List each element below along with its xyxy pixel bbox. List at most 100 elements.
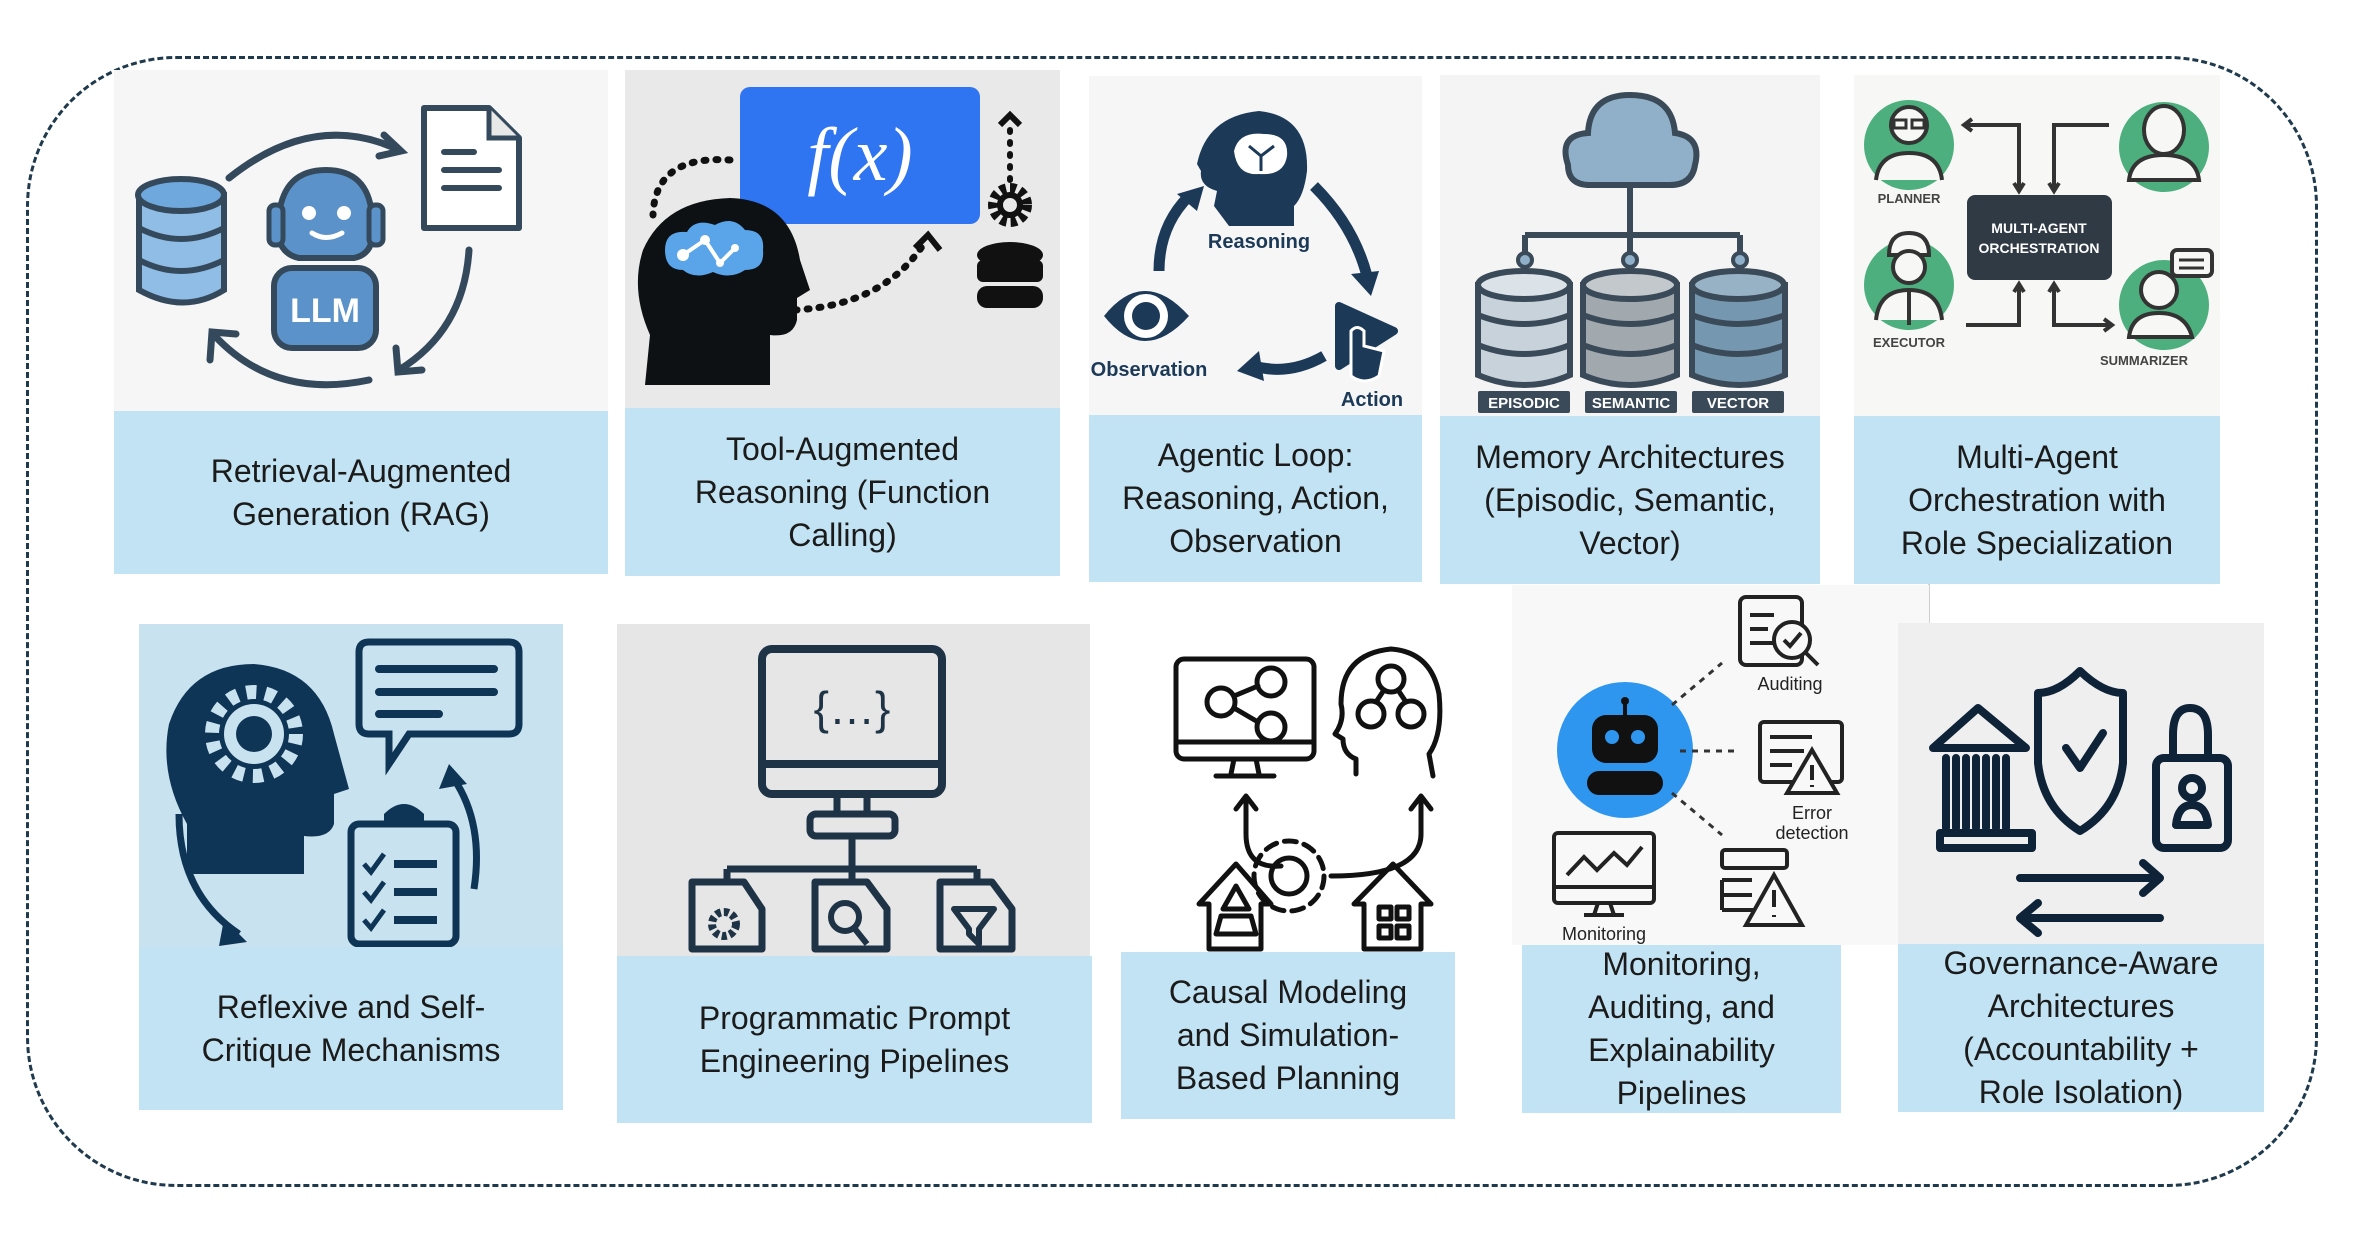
executor-text: EXECUTOR [1873, 335, 1946, 350]
monitoring-text: Monitoring [1562, 924, 1646, 944]
planner-avatar-icon [1864, 100, 1954, 190]
orchestration-box [1967, 195, 2112, 280]
monitor-graph-icon [1173, 656, 1317, 779]
prompt-pipeline-icon: {…} [688, 645, 1016, 953]
governance-icon [1929, 667, 2232, 937]
semantic-tag: SEMANTIC [1592, 395, 1671, 412]
label-line: Multi-Agent [1956, 438, 2118, 475]
label-line: Engineering Pipelines [699, 1042, 1010, 1079]
label-memory: Memory Architectures(Episodic, Semantic,… [1440, 416, 1820, 584]
label-line: Architectures [1987, 988, 2175, 1024]
loop-illustration: Reasoning Observation Action [1089, 76, 1422, 415]
memory-illustration: EPISODIC SEMANTIC VECTOR [1440, 75, 1820, 416]
database-episodic-icon [1475, 268, 1573, 388]
monitoring-illustration: Auditing Error detection Monitoring [1512, 585, 1929, 945]
error-text: Error [1792, 803, 1832, 823]
label-line: Auditing, and [1588, 989, 1775, 1025]
document-filter-icon [936, 878, 1016, 953]
error-document-icon [1758, 720, 1844, 795]
label-line: Role Isolation) [1978, 1074, 2184, 1110]
agentic-loop-icon: Reasoning Observation Action [1091, 111, 1403, 411]
brain-head-icon [1197, 111, 1308, 226]
institution-icon [1929, 704, 2036, 852]
orchestration-title-1: MULTI-AGENT [1991, 220, 2087, 236]
memory-icon: EPISODIC SEMANTIC VECTOR [1475, 91, 1788, 413]
house-pyramid-icon [1196, 861, 1274, 952]
label-line: Observation [1169, 523, 1342, 559]
monitor-code-icon: {…} [758, 645, 946, 840]
gear-icon [988, 183, 1032, 227]
planner-text: PLANNER [1878, 191, 1941, 206]
eye-icon [1104, 291, 1189, 341]
robot-icon: LLM [266, 166, 386, 351]
executor-avatar-icon [1864, 230, 1954, 330]
connector-line [1928, 584, 1930, 623]
vector-tag: VECTOR [1707, 395, 1769, 412]
database-icon [135, 176, 227, 306]
dashed-outline-frame [26, 56, 2318, 1187]
label-line: Generation (RAG) [232, 495, 490, 532]
arrow-icon [1233, 793, 1284, 869]
label-line: (Episodic, Semantic, [1484, 481, 1776, 518]
label-line: and Simulation- [1176, 1017, 1400, 1053]
label-line: Based Planning [1175, 1060, 1401, 1096]
llm-text: LLM [290, 292, 360, 330]
user-avatar-icon [2119, 102, 2209, 192]
document-search-icon [811, 878, 891, 953]
label-line: Monitoring, [1602, 946, 1761, 982]
tool-icon: f(x) [637, 87, 1043, 385]
label-line: Pipelines [1616, 1075, 1747, 1111]
arrow-icon [210, 331, 373, 389]
rag-icon: LLM [135, 105, 522, 389]
robot-icon [1557, 682, 1693, 818]
prompt-illustration: {…} [617, 624, 1090, 956]
label-line: Critique Mechanisms [201, 1031, 501, 1068]
label-line: Orchestration with [1908, 481, 2166, 518]
label-line: Role Specialization [1900, 524, 2174, 561]
document-icon [421, 105, 522, 231]
code-braces-text: {…} [814, 682, 891, 734]
monitoring-icon: Auditing Error detection Monitoring [1552, 595, 1849, 944]
label-causal-modeling: Causal Modeling and Simulation- Based Plan… [1121, 952, 1455, 1119]
arrow-icon [451, 777, 480, 890]
reflexive-illustration [139, 624, 563, 947]
audit-document-icon [1738, 595, 1820, 667]
label-line: Programmatic Prompt [698, 999, 1011, 1036]
shield-check-icon [2034, 667, 2127, 835]
observation-text: Observation [1091, 359, 1208, 381]
label-line: Agentic Loop: [1157, 437, 1354, 473]
reasoning-text: Reasoning [1208, 231, 1310, 253]
function-text: f(x) [807, 113, 912, 197]
log-alert-icon [1720, 848, 1806, 927]
action-text: Action [1341, 389, 1403, 411]
summarizer-text: SUMMARIZER [2100, 353, 2189, 368]
clipboard-checklist-icon [347, 804, 460, 947]
label-line: Explainability [1588, 1032, 1775, 1068]
head-gear-icon [166, 664, 349, 874]
orchestration-title-2: ORCHESTRATION [1978, 240, 2099, 256]
multi-agent-illustration: PLANNER EXECUTOR SUMMARIZER [1854, 75, 2220, 416]
rag-illustration: LLM [114, 70, 608, 411]
database-semantic-icon [1580, 268, 1680, 388]
label-line: Retrieval-Augmented [210, 452, 512, 489]
head-network-icon [1332, 646, 1443, 779]
label-line: Vector) [1579, 524, 1681, 561]
label-line: Reflexive and Self- [216, 988, 486, 1025]
causal-icon [1173, 646, 1443, 952]
label-line: Governance-Aware [1943, 945, 2219, 981]
label-line: Causal Modeling [1168, 974, 1408, 1010]
function-box [740, 87, 980, 224]
multi-agent-icon: PLANNER EXECUTOR SUMMARIZER [1864, 100, 2214, 368]
exchange-arrows-icon [2016, 859, 2164, 937]
arrow-icon [395, 246, 473, 374]
label-line: Reasoning, Action, [1122, 480, 1389, 516]
summarizer-avatar-icon [2119, 248, 2214, 350]
database-icon [977, 242, 1043, 308]
cloud-icon [1562, 91, 1700, 188]
gear-icon [1251, 838, 1327, 914]
